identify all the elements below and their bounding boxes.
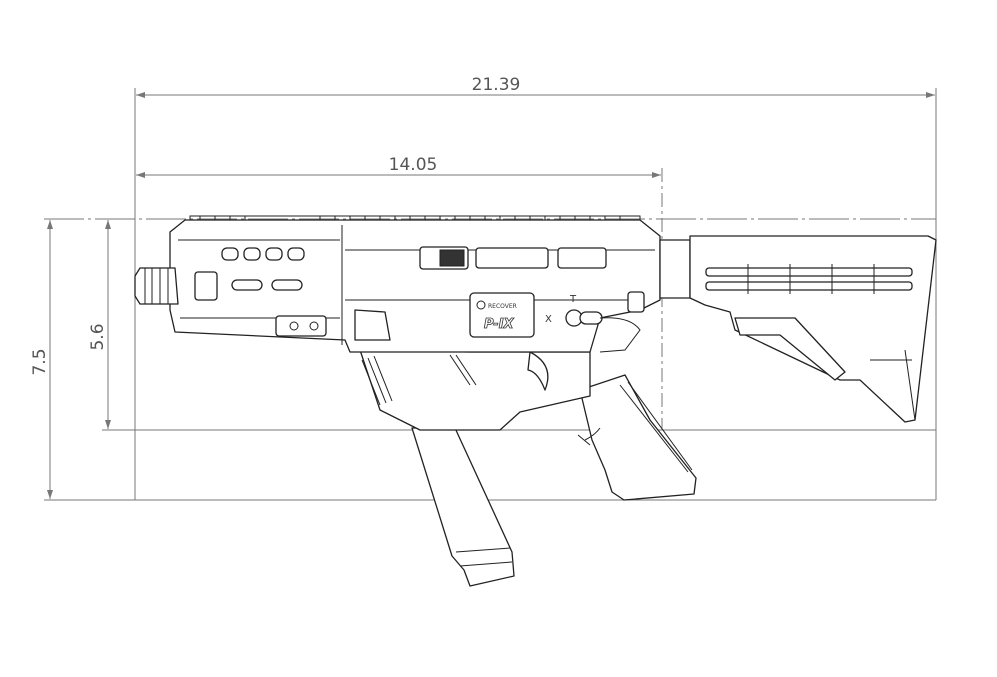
muzzle-device — [134, 267, 179, 305]
label-plate — [557, 247, 607, 269]
dimension-overall-length: 21.39 — [136, 75, 935, 98]
label-plate — [475, 247, 549, 269]
stock — [689, 235, 937, 423]
dimension-receiver-height: 5.6 — [88, 220, 111, 429]
stock-ribs — [705, 264, 913, 294]
stock-latch — [734, 317, 846, 381]
pistol-grip — [579, 374, 697, 501]
dimension-overall-height: 7.5 — [30, 220, 53, 499]
safe-marking: T — [569, 294, 577, 305]
dimension-label: 21.39 — [472, 75, 521, 95]
extension-lines — [44, 88, 937, 501]
dimension-label: 14.05 — [389, 155, 438, 175]
fire-marking: X — [545, 314, 552, 325]
front-sight — [194, 271, 218, 301]
rail-teeth — [199, 216, 621, 220]
dimension-length-to-stock: 14.05 — [136, 155, 661, 178]
top-rail — [189, 215, 641, 220]
fire-selector: T X — [545, 294, 603, 327]
dimension-label: 7.5 — [30, 348, 50, 375]
firearm-outline: RECOVER P-IX T X — [134, 215, 937, 587]
buffer-tube — [659, 239, 691, 299]
magazine — [411, 427, 515, 587]
model-text: P-IX — [484, 317, 515, 332]
dimension-label: 5.6 — [88, 323, 108, 350]
logo-plate — [469, 292, 535, 338]
trigger — [527, 351, 549, 391]
logo-text: RECOVER — [488, 303, 517, 310]
handguard-slots — [221, 247, 327, 337]
trigger-guard — [359, 349, 591, 431]
